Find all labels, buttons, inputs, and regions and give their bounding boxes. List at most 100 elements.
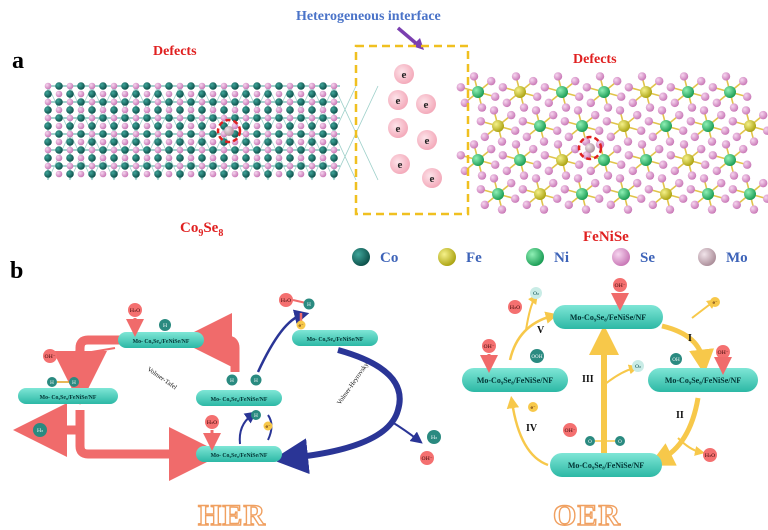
co-atom [286, 170, 294, 178]
ni-atom [702, 188, 714, 200]
defects-label-right: Defects [573, 52, 617, 67]
co-atom [132, 170, 140, 178]
se-atom [636, 126, 646, 135]
se-atom [560, 117, 570, 126]
svg-text:Mo-Co₉Se₈/FeNiSe/NF: Mo-Co₉Se₈/FeNiSe/NF [568, 461, 644, 470]
co-atom [66, 138, 74, 146]
se-atom [132, 98, 140, 106]
se-atom [220, 162, 228, 170]
se-atom [720, 194, 730, 203]
co-atom [286, 106, 294, 114]
oer-catalyst-right: Mo-Co₉Se₈/FeNiSe/NF [648, 368, 758, 392]
se-atom [717, 178, 726, 188]
co-atom [176, 170, 184, 178]
her-h-mid-2: H [250, 374, 262, 386]
se-atom [678, 126, 688, 135]
legend-label-fe: Fe [466, 250, 482, 266]
se-atom [330, 162, 338, 170]
fe-atom [682, 154, 694, 166]
se-atom [717, 110, 726, 120]
co-atom [242, 138, 250, 146]
se-atom [469, 140, 479, 149]
se-atom [742, 92, 752, 101]
se-atom [644, 185, 654, 194]
her-catalyst-bottom: Mo- Co₉Se₈/FeNiSe/NF [196, 446, 282, 462]
se-atom [657, 106, 667, 115]
se-atom [658, 92, 668, 101]
se-atom [606, 200, 615, 210]
svg-text:Mo- Co₉Se₈/FeNiSe/NF: Mo- Co₉Se₈/FeNiSe/NF [211, 397, 268, 403]
co-atom [198, 138, 206, 146]
legend-swatch-co [352, 248, 370, 266]
co-atom [308, 106, 316, 114]
electron-sphere [388, 90, 408, 110]
se-atom [209, 138, 217, 146]
svg-text:Mo-Co₉Se₈/FeNiSe/NF: Mo-Co₉Se₈/FeNiSe/NF [477, 376, 553, 385]
oer-step-IV: IV [526, 423, 538, 434]
se-atom [110, 82, 118, 90]
se-atom [121, 106, 129, 114]
co-atom [253, 82, 261, 90]
se-atom [77, 154, 85, 162]
co-atom [242, 122, 250, 130]
se-atom [198, 98, 206, 106]
co-atom [88, 122, 96, 130]
se-atom [253, 106, 261, 114]
se-atom [658, 160, 668, 169]
se-atom [697, 76, 706, 86]
se-atom [198, 162, 206, 170]
se-atom [675, 110, 684, 120]
se-atom [143, 106, 151, 114]
se-atom [99, 90, 107, 98]
se-atom [319, 122, 327, 130]
co-atom [264, 106, 272, 114]
svg-text:OH⁻: OH⁻ [717, 350, 728, 356]
se-atom [489, 106, 499, 115]
co-atom [253, 162, 261, 170]
svg-text:Mo- Co₉Se₈/FeNiSe/NF: Mo- Co₉Se₈/FeNiSe/NF [133, 339, 190, 345]
se-atom [581, 205, 591, 214]
ni-atom [598, 86, 610, 98]
co-atom [154, 122, 162, 130]
se-atom [616, 160, 626, 169]
se-atom [308, 130, 316, 138]
co-atom [154, 106, 162, 114]
co-atom [99, 98, 107, 106]
se-atom [286, 162, 294, 170]
se-atom [739, 144, 748, 154]
legend-swatch-se [612, 248, 630, 266]
se-atom [209, 122, 217, 130]
se-atom [176, 114, 184, 122]
her-catalyst-top: Mo- Co₉Se₈/FeNiSe/NF [118, 332, 204, 348]
se-atom [77, 122, 85, 130]
co-atom [121, 114, 129, 122]
co-atom [66, 90, 74, 98]
se-atom [675, 178, 684, 188]
se-atom [531, 106, 541, 115]
se-atom [582, 83, 592, 92]
se-atom [564, 132, 573, 142]
se-atom [242, 130, 250, 138]
svg-text:OH: OH [672, 357, 680, 363]
se-atom [679, 72, 689, 81]
se-atom [154, 114, 162, 122]
se-atom [490, 92, 500, 101]
se-atom [487, 144, 496, 154]
oer-o2-top: O₂ [530, 287, 542, 299]
se-atom [121, 170, 129, 178]
ni-atom [556, 86, 568, 98]
se-atom [519, 171, 529, 180]
ni-atom [534, 120, 546, 132]
se-atom [132, 146, 140, 154]
se-atom [690, 200, 699, 210]
se-atom [44, 130, 52, 138]
her-catalyst-right: Mo- Co₉Se₈/FeNiSe/NF [292, 330, 378, 346]
se-atom [532, 160, 542, 169]
co-atom [110, 138, 118, 146]
co-atom [319, 82, 327, 90]
se-atom [297, 90, 305, 98]
her-h2o-top: H₂O [128, 303, 142, 317]
se-atom [586, 166, 595, 176]
oer-arrow-II [648, 397, 701, 466]
se-atom [319, 90, 327, 98]
